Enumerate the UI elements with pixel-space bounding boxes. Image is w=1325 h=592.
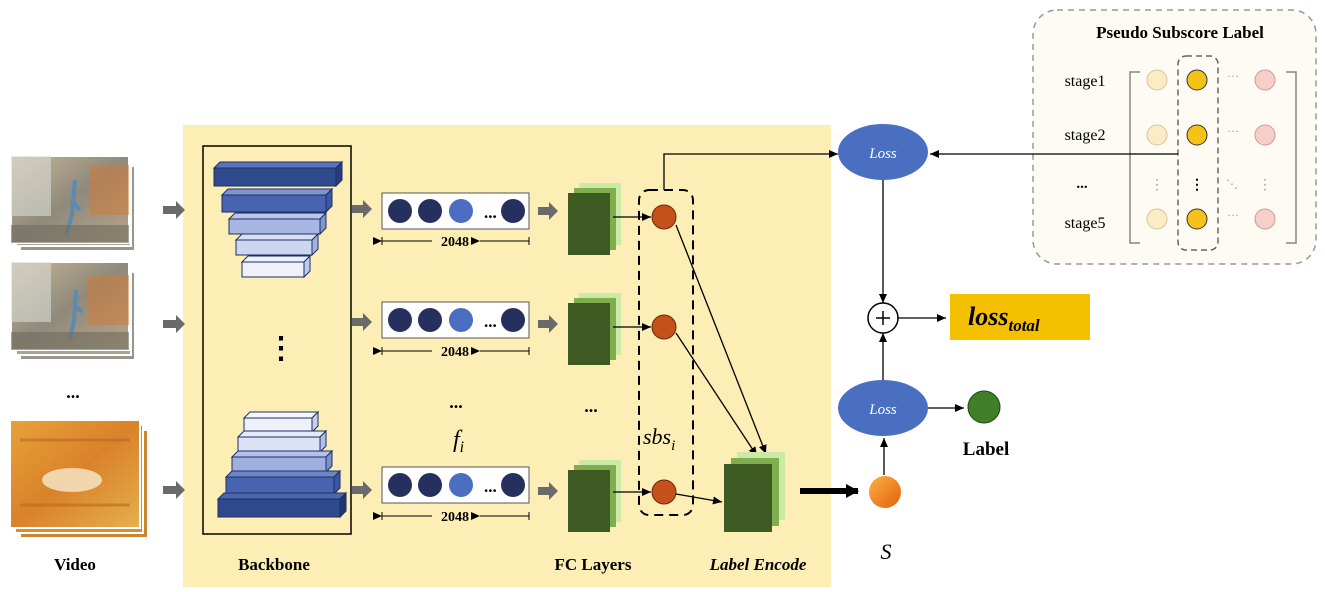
feature-symbol-sub: i [460,439,464,456]
pseudo-panel-title: Pseudo Subscore Label [1096,23,1264,42]
input-arrow-3 [163,481,185,499]
svg-text:···: ··· [1227,69,1239,83]
backbone-label: Backbone [238,555,310,574]
video-frame-1 [10,155,136,252]
backbone-box [202,145,352,535]
stage-label-1: stage1 [1065,73,1106,90]
highlight-column [1177,55,1219,251]
svg-text:⋮: ⋮ [1258,178,1272,193]
backbone-bottom-stack [216,410,348,519]
fc-layers-label: FC Layers [555,555,632,574]
sbs-symbol: sbsi [641,420,691,454]
fc-layer-1 [568,183,621,255]
svg-text:...: ... [484,203,497,222]
video-frames: ... Video [9,155,149,574]
loss-total-box [950,294,1090,340]
loss-node-top [838,124,928,180]
feature-symbol: fi [453,427,464,456]
sbs-node-3 [651,479,677,505]
loss-label-top: Loss [868,146,897,162]
svg-text:fi: fi [453,427,464,456]
fc-layer-2 [568,293,621,365]
feature-symbol-main: f [453,427,463,453]
label-encode-label: Label Encode [709,555,807,574]
feature-dim-label-2: 2048 [441,345,469,360]
loss-total-label: losstotal [968,302,1040,335]
feature-dim-label-1: 2048 [441,235,469,250]
input-arrow-2 [163,315,185,333]
stage-label-2: stage2 [1065,127,1106,144]
feature-dim-label-3: 2048 [441,510,469,525]
svg-text:⋱: ⋱ [1226,177,1238,191]
pseudo-subscore-panel: Pseudo Subscore Label stage1 stage2 ... … [1032,9,1317,265]
feature-vector-3: ... 2048 [373,466,530,525]
feature-vector-1: ... 2048 [373,192,530,250]
feature-fc-arrows [538,202,558,500]
label-encode-block [724,452,785,532]
label-node [967,390,1001,424]
svg-text:···: ··· [1227,208,1239,222]
label-text: Label [963,439,1009,460]
input-arrow-1 [163,201,185,219]
score-label: S [881,539,892,564]
backbone: ⋮ Backbone [202,145,352,574]
sbs-symbol-sub: i [671,438,675,454]
sbs-symbol-main: sbs [643,424,671,449]
svg-text:...: ... [484,477,497,496]
loss-node-bottom [838,380,928,436]
feature-vector-2: ... 2048 [373,301,530,360]
backbone-feature-arrows [352,200,372,499]
svg-text:...: ... [484,312,497,331]
loss-label-bottom: Loss [868,402,897,418]
svg-text:⋮: ⋮ [1150,178,1164,193]
input-arrows [163,201,185,499]
feature-ellipsis: ... [449,392,463,412]
video-ellipsis: ... [66,382,80,402]
svg-text:sbsi: sbsi [643,424,675,454]
sbs-dashed-box [638,189,694,516]
svg-text:⋮: ⋮ [1190,178,1204,193]
video-label: Video [54,555,96,574]
stage-label-4: stage5 [1065,215,1106,232]
svg-text:···: ··· [1227,124,1239,138]
video-frame-2 [10,261,136,361]
backbone-top-stack [212,160,344,279]
sum-node [867,302,899,334]
sbs-node-1 [651,204,677,230]
stage-label-3: ... [1076,176,1088,192]
score-node [869,476,901,508]
fc-layer-3 [568,460,621,532]
sbs-to-loss-line [663,150,838,190]
sbs-node-2 [651,314,677,340]
video-frame-3 [9,419,149,539]
fc-ellipsis: ... [584,396,598,416]
backbone-vertical-ellipsis: ⋮ [266,332,296,365]
